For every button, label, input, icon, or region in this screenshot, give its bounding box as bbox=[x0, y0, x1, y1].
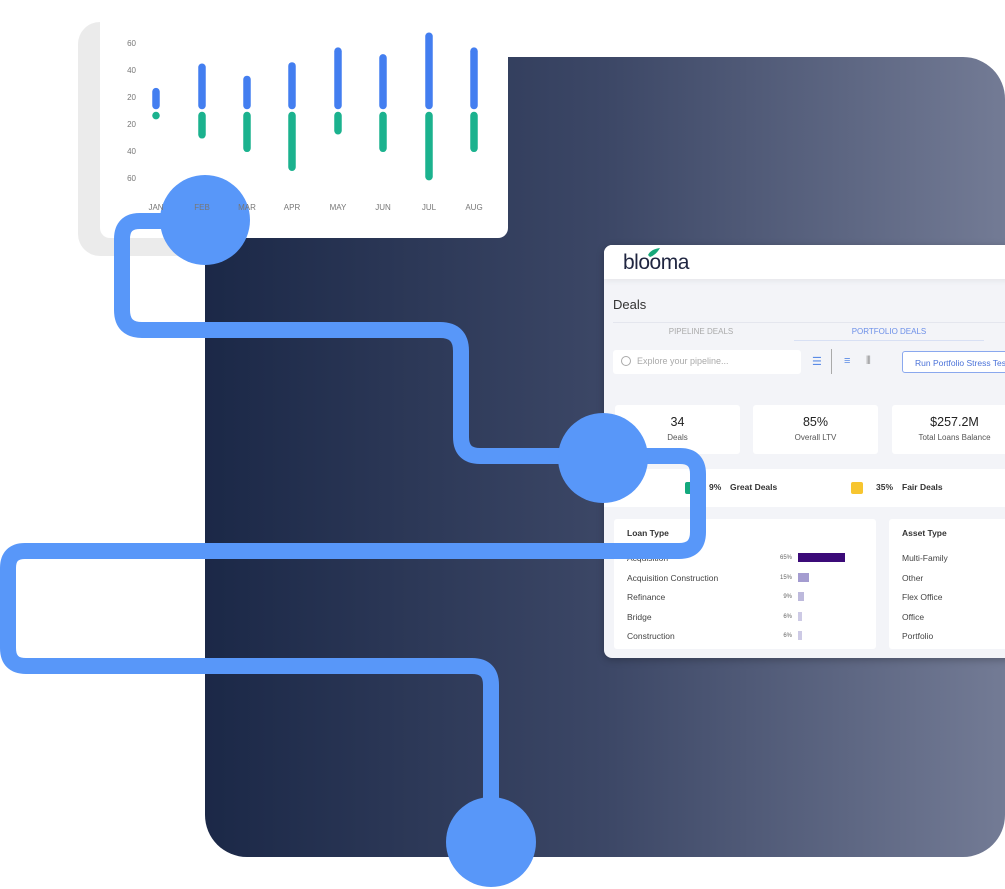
connector-line bbox=[0, 213, 706, 842]
stat-card-balance: $257.2M Total Loans Balance bbox=[892, 405, 1005, 454]
tab-pipeline-deals[interactable]: PIPELINE DEALS bbox=[668, 327, 734, 336]
asset-type-label: Portfolio bbox=[902, 631, 934, 641]
top-bar: blooma bbox=[604, 245, 1005, 279]
loan-type-card: Loan Type Acquisition 65% Acquisition Co… bbox=[614, 519, 876, 649]
loan-type-label: Construction bbox=[627, 631, 675, 641]
loan-type-label: Acquisition Construction bbox=[627, 572, 719, 583]
loan-type-bar bbox=[798, 572, 809, 582]
fair-deals-label: Fair Deals bbox=[902, 482, 943, 492]
connector-node bbox=[160, 175, 250, 265]
y-tick-label: 60 bbox=[127, 174, 136, 183]
stat-value: 85% bbox=[802, 415, 829, 429]
deal-distribution: 9% Great Deals 35% Fair Deals bbox=[604, 469, 1005, 507]
leaf-logo-icon bbox=[648, 248, 660, 257]
stat-value: $257.2M bbox=[930, 415, 979, 429]
search-input[interactable]: Explore your pipeline... bbox=[613, 350, 801, 374]
tab-portfolio-deals[interactable]: PORTFOLIO DEALS bbox=[794, 327, 984, 341]
x-tick-label: JUL bbox=[422, 203, 437, 212]
loan-type-bar bbox=[798, 631, 803, 640]
connector-node bbox=[446, 797, 536, 887]
stat-label: Overall LTV bbox=[794, 433, 837, 442]
x-axis-labels: JAN FEB MAR APR MAY JUN JUL AUG bbox=[148, 203, 482, 212]
filter-icon[interactable]: ☰ bbox=[812, 356, 822, 368]
chart-view-icon[interactable]: ⦀ bbox=[866, 355, 871, 367]
connector-node bbox=[558, 413, 648, 503]
loan-type-pct: 65% bbox=[779, 555, 792, 561]
x-tick-label: JUN bbox=[375, 203, 391, 212]
asset-type-label: Office bbox=[902, 611, 925, 622]
stat-card-ltv: 85% Overall LTV bbox=[753, 405, 878, 454]
loan-type-pct: 6% bbox=[783, 633, 792, 639]
loan-type-bar bbox=[798, 611, 803, 621]
y-tick-label: 60 bbox=[127, 39, 136, 48]
page-title: Deals bbox=[613, 297, 647, 312]
loan-type-pct: 9% bbox=[783, 594, 792, 600]
loan-type-bar bbox=[798, 553, 845, 562]
x-tick-label: MAR bbox=[238, 203, 256, 212]
asset-type-title: Asset Type bbox=[902, 528, 947, 538]
search-icon bbox=[621, 356, 631, 366]
stat-label: Total Loans Balance bbox=[918, 433, 991, 442]
fair-deals-swatch bbox=[851, 482, 863, 494]
y-tick-label: 20 bbox=[127, 120, 136, 129]
great-deals-label: Great Deals bbox=[730, 482, 778, 492]
y-tick-label: 40 bbox=[127, 147, 136, 156]
y-tick-label: 40 bbox=[127, 66, 136, 75]
x-tick-label: MAY bbox=[330, 203, 347, 212]
x-tick-label: JAN bbox=[148, 203, 163, 212]
loan-type-label: Refinance bbox=[627, 592, 666, 602]
bar-chart: 60 40 20 20 40 60 bbox=[127, 32, 478, 183]
stat-value: 34 bbox=[670, 415, 685, 429]
y-tick-label: 20 bbox=[127, 93, 136, 102]
loan-type-title: Loan Type bbox=[627, 528, 669, 538]
logo: blooma bbox=[623, 251, 689, 274]
asset-type-label: Other bbox=[902, 572, 924, 583]
x-tick-label: AUG bbox=[465, 203, 482, 212]
run-stress-test-button[interactable]: Run Portfolio Stress Test bbox=[902, 351, 1005, 373]
asset-type-label: Flex Office bbox=[902, 592, 943, 602]
fair-deals-pct: 35% bbox=[876, 482, 894, 492]
divider bbox=[831, 349, 832, 374]
divider bbox=[613, 322, 1005, 323]
x-tick-label: APR bbox=[284, 203, 301, 212]
x-tick-label: FEB bbox=[194, 203, 210, 212]
loan-type-pct: 15% bbox=[779, 574, 792, 581]
loan-type-bar bbox=[798, 592, 805, 601]
stat-label: Deals bbox=[667, 433, 688, 442]
loan-type-pct: 6% bbox=[783, 613, 792, 620]
great-deals-pct: 9% bbox=[709, 482, 722, 492]
loan-type-label: Bridge bbox=[627, 611, 652, 622]
list-view-icon[interactable]: ≡ bbox=[844, 355, 851, 367]
asset-type-label: Multi-Family bbox=[902, 553, 948, 563]
